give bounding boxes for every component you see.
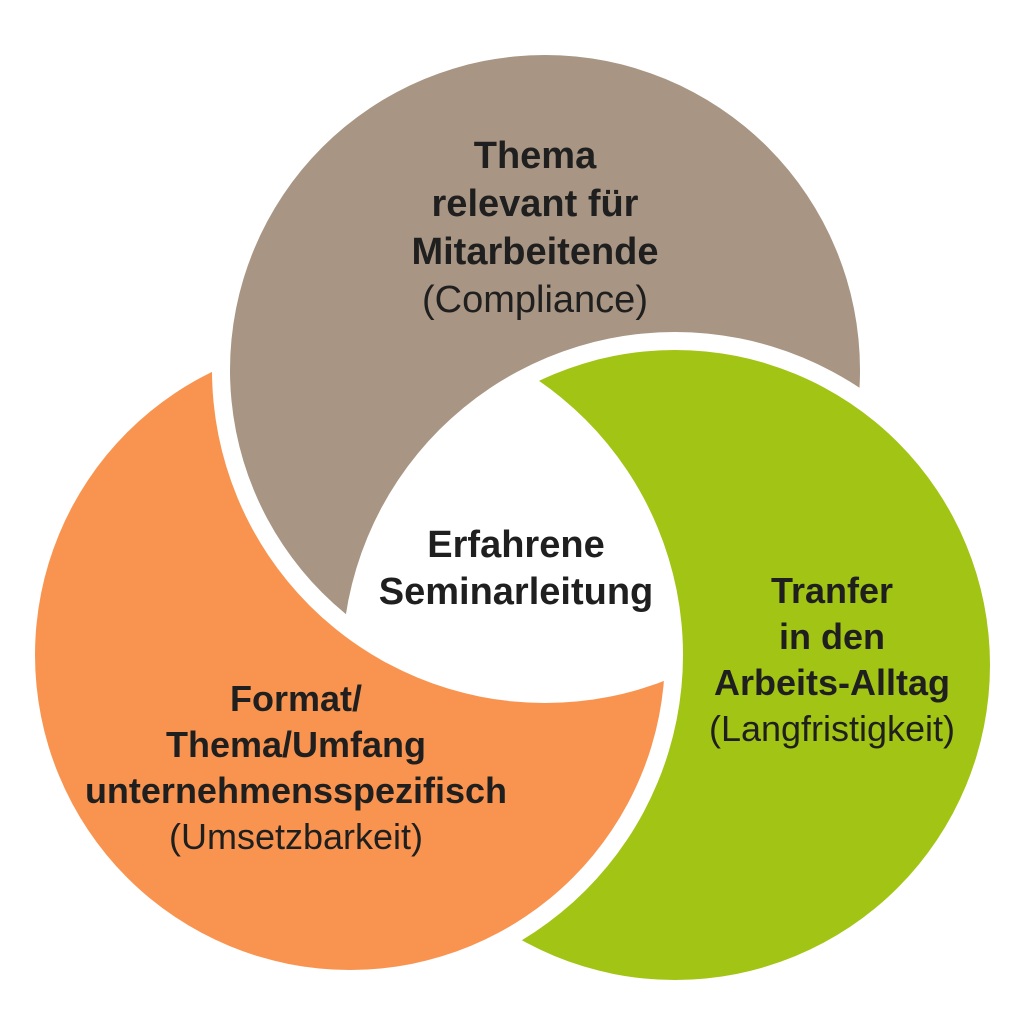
segment-left-line: Thema/Umfang: [165, 724, 427, 765]
segment-right-note: (Langfristigkeit): [708, 708, 956, 749]
segment-right-line: Arbeits-Alltag: [713, 662, 951, 703]
segment-right-label: Tranfer in den Arbeits-Alltag (Langfrist…: [622, 568, 1024, 752]
segment-top-label: Thema relevant für Mitarbeitende (Compli…: [285, 132, 785, 324]
segment-top-line: Thema: [473, 135, 597, 177]
segment-right-line: Tranfer: [770, 570, 894, 611]
center-label-line: Erfahrene: [427, 524, 605, 566]
segment-top-note: (Compliance): [422, 279, 648, 321]
segment-left-shape: [35, 340, 665, 970]
center-label: Erfahrene Seminarleitung: [316, 522, 716, 616]
center-label-line: Seminarleitung: [378, 571, 654, 613]
segment-left-note: (Umsetzbarkeit): [168, 816, 424, 857]
segment-left-line: Format/: [229, 678, 362, 719]
segment-top-line: relevant für: [431, 183, 639, 225]
segment-right-line: in den: [779, 616, 885, 657]
segment-left-line: unternehmensspezifisch: [84, 770, 508, 811]
segment-left-label: Format/ Thema/Umfang unternehmensspezifi…: [56, 676, 536, 860]
segment-top-line: Mitarbeitende: [411, 231, 659, 273]
